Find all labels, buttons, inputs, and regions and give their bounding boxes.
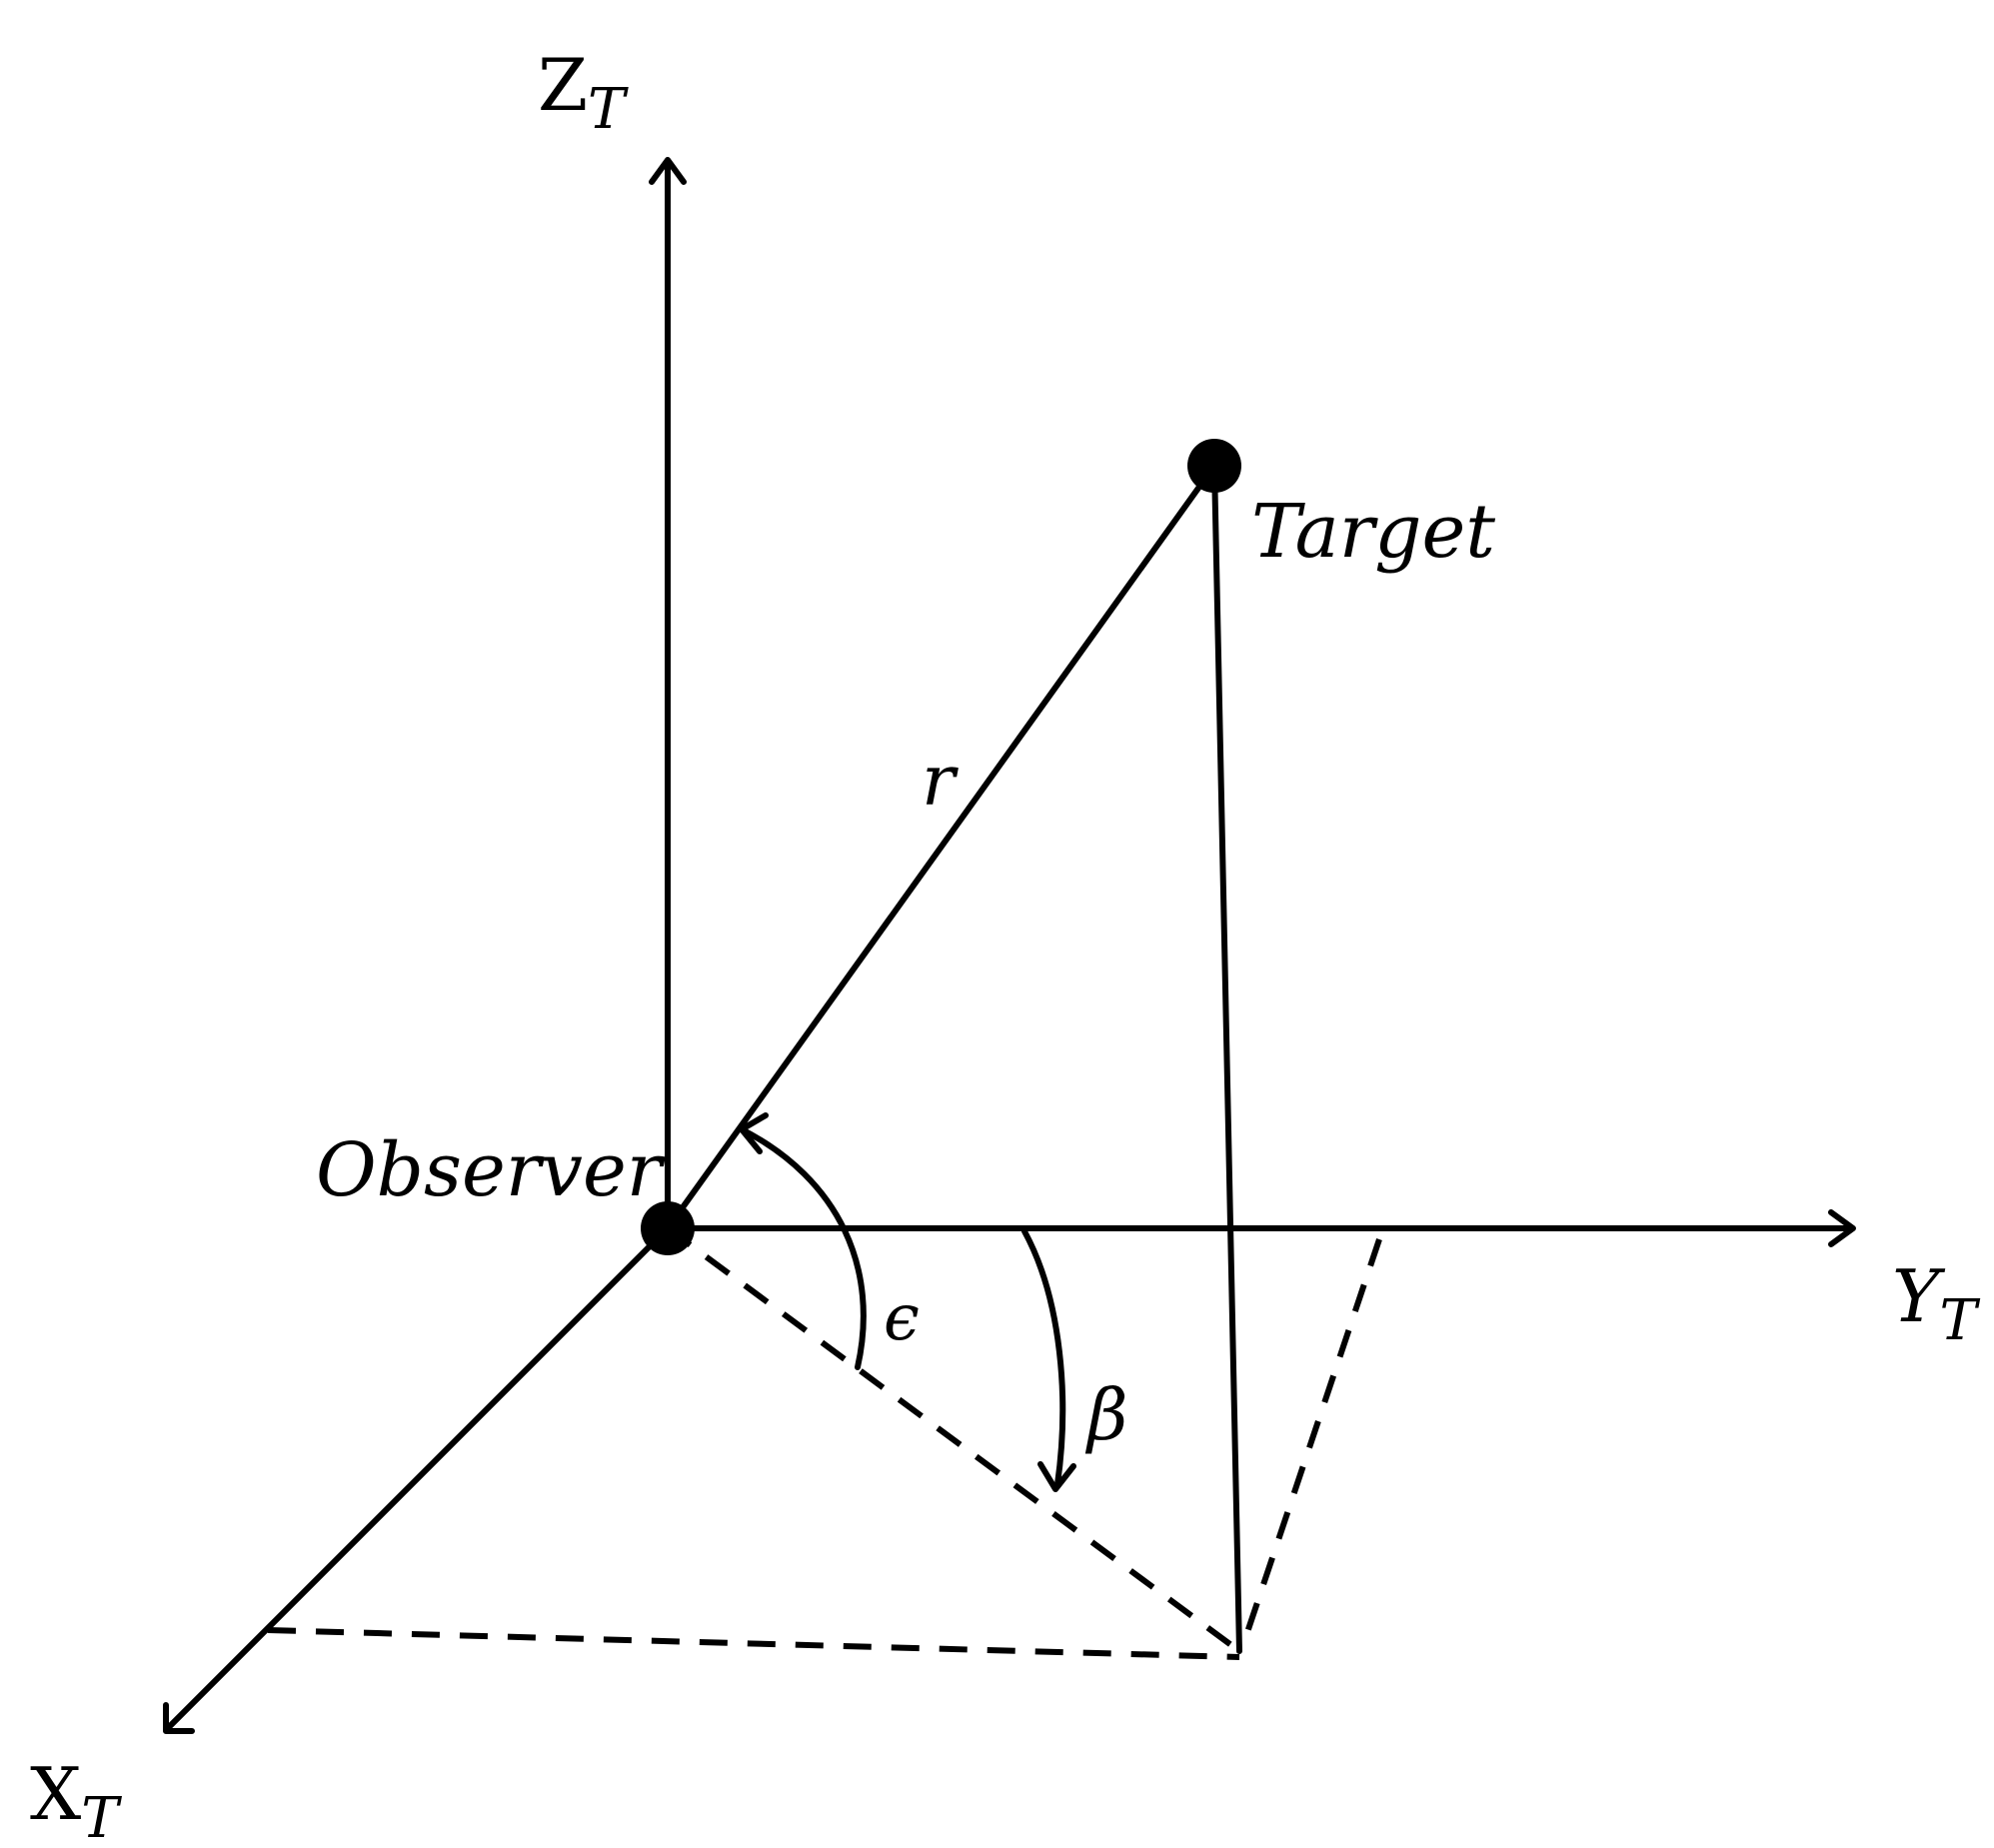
target-label: Target: [1251, 489, 1495, 575]
z-axis: [649, 157, 687, 1231]
elevation-angle-arc: [739, 1112, 867, 1370]
y-axis-label: YT: [1892, 1254, 1981, 1353]
x-axis-label: XT: [30, 1752, 122, 1848]
bearing-label: β: [1084, 1374, 1127, 1456]
observer-label: Observer: [316, 1127, 667, 1213]
y-axis: [665, 1209, 1856, 1247]
target-projection-line: [1211, 463, 1242, 1654]
observer-point: [641, 1201, 695, 1255]
x-axis: [163, 1225, 671, 1734]
elevation-label: ϵ: [884, 1281, 920, 1355]
bearing-angle-arc: [1021, 1228, 1076, 1492]
y-component-dashed-line: [1240, 1238, 1382, 1645]
ground-projection-dashed-line: [666, 1225, 1241, 1654]
range-label: r: [922, 740, 959, 822]
z-axis-label: ZT: [538, 43, 629, 142]
x-component-dashed-line: [267, 1627, 1240, 1660]
range-line: [665, 463, 1217, 1231]
target-point: [1187, 439, 1241, 493]
